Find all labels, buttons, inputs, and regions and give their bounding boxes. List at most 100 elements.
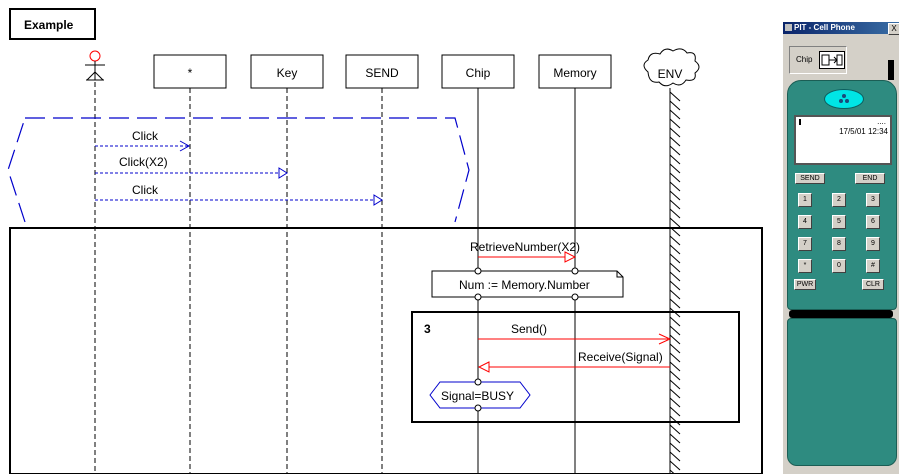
svg-text:Memory: Memory	[553, 66, 596, 80]
hatch-mark	[670, 263, 680, 272]
hatch-mark	[670, 209, 680, 218]
message-send[interactable]: Send()	[511, 322, 547, 336]
hatch-mark	[670, 218, 680, 227]
hatch-mark	[670, 254, 680, 263]
antenna	[888, 60, 894, 80]
message-click-x2[interactable]: Click(X2)	[119, 155, 168, 169]
hatch-mark	[670, 335, 680, 344]
lifeline-box-send[interactable]: SEND	[346, 55, 418, 88]
chip-arrow-icon	[819, 51, 845, 69]
hatch-mark	[670, 443, 680, 452]
svg-text:ENV: ENV	[658, 67, 683, 81]
hatch-mark	[670, 398, 680, 407]
hatch-mark	[670, 389, 680, 398]
hatch-mark	[670, 362, 680, 371]
lifeline-box-memory[interactable]: Memory	[539, 55, 611, 88]
phone-body-top: .... 17/5/01 12:34 SEND END 1 2 3 4 5 6 …	[787, 80, 897, 310]
sequence-diagram: Example * Key SEND Chip Memory ENV	[0, 0, 782, 474]
diagram-title-box: Example	[10, 9, 95, 39]
screen-indicator: ....	[877, 117, 886, 126]
hatch-mark	[670, 155, 680, 164]
clr-key[interactable]: CLR	[862, 279, 884, 290]
condition-text: Signal=BUSY	[441, 389, 514, 403]
lifeline-box-key[interactable]: Key	[251, 55, 323, 88]
hatch-mark	[670, 110, 680, 119]
phone-screen: .... 17/5/01 12:34	[794, 115, 892, 165]
hatch-mark	[670, 137, 680, 146]
hatch-mark	[670, 299, 680, 308]
hatch-mark	[670, 416, 680, 425]
hatch-mark	[670, 344, 680, 353]
hatch-mark	[670, 461, 680, 470]
hatch-mark	[670, 182, 680, 191]
chip-toggle[interactable]: Chip	[789, 46, 847, 74]
hatch-mark	[670, 164, 680, 173]
message-receive[interactable]: Receive(Signal)	[578, 350, 663, 364]
env-hatched-lifeline	[670, 88, 680, 474]
hatch-mark	[670, 236, 680, 245]
loop-label: 3	[424, 322, 431, 336]
chip-label: Chip	[796, 55, 812, 64]
send-key[interactable]: SEND	[795, 173, 825, 184]
hatch-mark	[670, 146, 680, 155]
hatch-mark	[670, 407, 680, 416]
hatch-mark	[670, 425, 680, 434]
phone-titlebar[interactable]: PIT - Cell Phone	[783, 22, 899, 34]
message-click-3[interactable]: Click	[132, 183, 159, 197]
hatch-mark	[670, 200, 680, 209]
earpiece-icon	[824, 89, 864, 109]
window-icon	[785, 24, 792, 31]
hatch-mark	[670, 101, 680, 110]
message-click-1[interactable]: Click	[132, 129, 159, 143]
hatch-mark	[670, 191, 680, 200]
hatch-mark	[670, 245, 680, 254]
signal-bar-icon	[799, 119, 801, 125]
lifeline-box-chip[interactable]: Chip	[442, 55, 514, 88]
svg-text:*: *	[188, 66, 193, 80]
phone-hinge	[789, 310, 893, 318]
key-0[interactable]: 0	[832, 259, 846, 273]
message-retrieve-number[interactable]: RetrieveNumber(X2)	[470, 240, 580, 254]
key-hash[interactable]: #	[866, 259, 880, 273]
close-button[interactable]: X	[888, 23, 899, 35]
svg-text:Key: Key	[277, 66, 298, 80]
key-2[interactable]: 2	[832, 193, 846, 207]
hatch-mark	[670, 371, 680, 380]
hatch-mark	[670, 326, 680, 335]
key-1[interactable]: 1	[798, 193, 812, 207]
svg-text:Chip: Chip	[466, 66, 491, 80]
diagram-title: Example	[24, 18, 74, 32]
condition-box[interactable]: Signal=BUSY	[430, 379, 530, 411]
hatch-mark	[670, 281, 680, 290]
hatch-mark	[670, 353, 680, 362]
key-8[interactable]: 8	[832, 237, 846, 251]
phone-body-bottom	[787, 318, 897, 466]
cell-phone-window: PIT - Cell Phone X Chip .... 17/5/01 12:…	[782, 22, 899, 474]
end-key[interactable]: END	[855, 173, 885, 184]
key-6[interactable]: 6	[866, 215, 880, 229]
key-5[interactable]: 5	[832, 215, 846, 229]
hatch-mark	[670, 452, 680, 461]
phone-title: PIT - Cell Phone	[794, 23, 855, 32]
action-box[interactable]: Num := Memory.Number	[432, 268, 623, 300]
key-9[interactable]: 9	[866, 237, 880, 251]
hatch-mark	[670, 290, 680, 299]
action-text: Num := Memory.Number	[459, 278, 590, 292]
lifeline-cloud-env[interactable]: ENV	[644, 49, 699, 86]
key-4[interactable]: 4	[798, 215, 812, 229]
hatch-mark	[670, 317, 680, 326]
hatch-mark	[670, 380, 680, 389]
hatch-mark	[670, 119, 680, 128]
hatch-mark	[670, 434, 680, 443]
hatch-mark	[670, 92, 680, 101]
dashed-hexagon-frame	[8, 118, 469, 222]
screen-datetime: 17/5/01 12:34	[839, 127, 888, 136]
lifeline-box-star[interactable]: *	[154, 55, 226, 88]
pwr-key[interactable]: PWR	[794, 279, 816, 290]
actor-figure[interactable]	[85, 51, 105, 80]
key-7[interactable]: 7	[798, 237, 812, 251]
hatch-mark	[670, 173, 680, 182]
key-3[interactable]: 3	[866, 193, 880, 207]
svg-text:SEND: SEND	[365, 66, 399, 80]
key-star[interactable]: *	[798, 259, 812, 273]
